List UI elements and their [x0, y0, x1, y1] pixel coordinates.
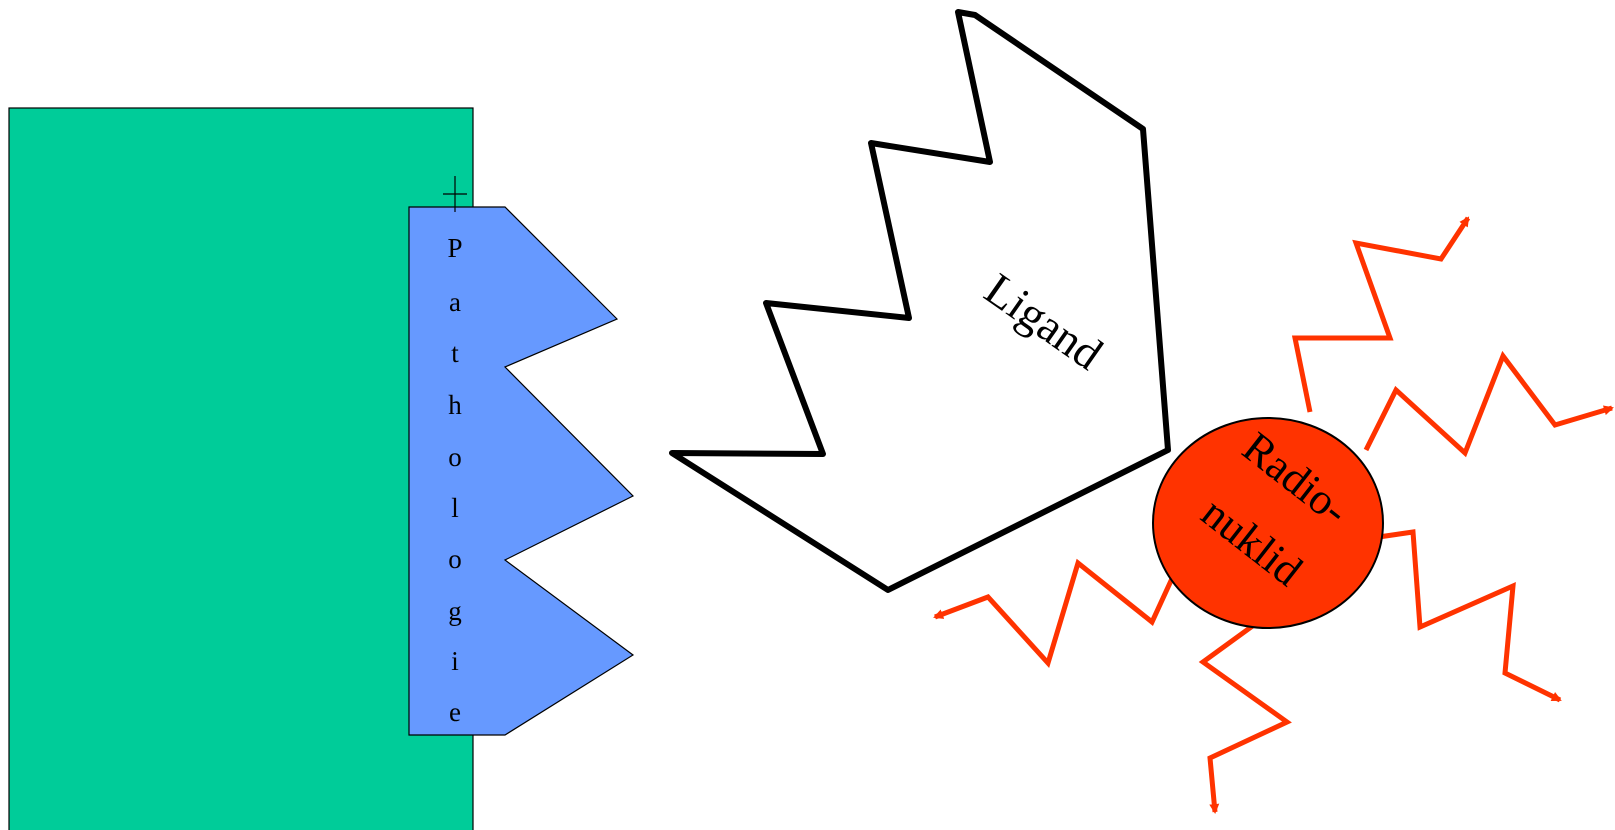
pathologie-label: P a t h o l o g i e — [447, 233, 462, 727]
pathologie-letter: P — [447, 233, 462, 263]
pathologie-letter: o — [448, 544, 462, 574]
crosshair-mark — [443, 176, 467, 212]
pathologie-letter: i — [451, 646, 459, 676]
pathologie-letter: h — [448, 390, 462, 420]
pathology-receptor — [408, 206, 635, 736]
radiation-rays — [933, 216, 1614, 814]
pathologie-letter: l — [451, 493, 459, 523]
radiation-arrow — [1357, 529, 1562, 703]
radionuclide-sphere — [1152, 417, 1384, 629]
tissue-block — [8, 107, 474, 830]
radiation-arrow — [933, 558, 1178, 668]
pathologie-letter: a — [449, 287, 461, 317]
pathologie-letter: g — [448, 596, 462, 626]
pathologie-letter: t — [451, 338, 459, 368]
pathologie-letter: e — [449, 697, 461, 727]
ligand-shape — [669, 9, 1171, 593]
radiation-arrow — [1291, 216, 1471, 413]
pathologie-letter: o — [448, 442, 462, 472]
radiation-arrow — [1198, 619, 1292, 814]
radiation-arrow — [1363, 350, 1614, 458]
